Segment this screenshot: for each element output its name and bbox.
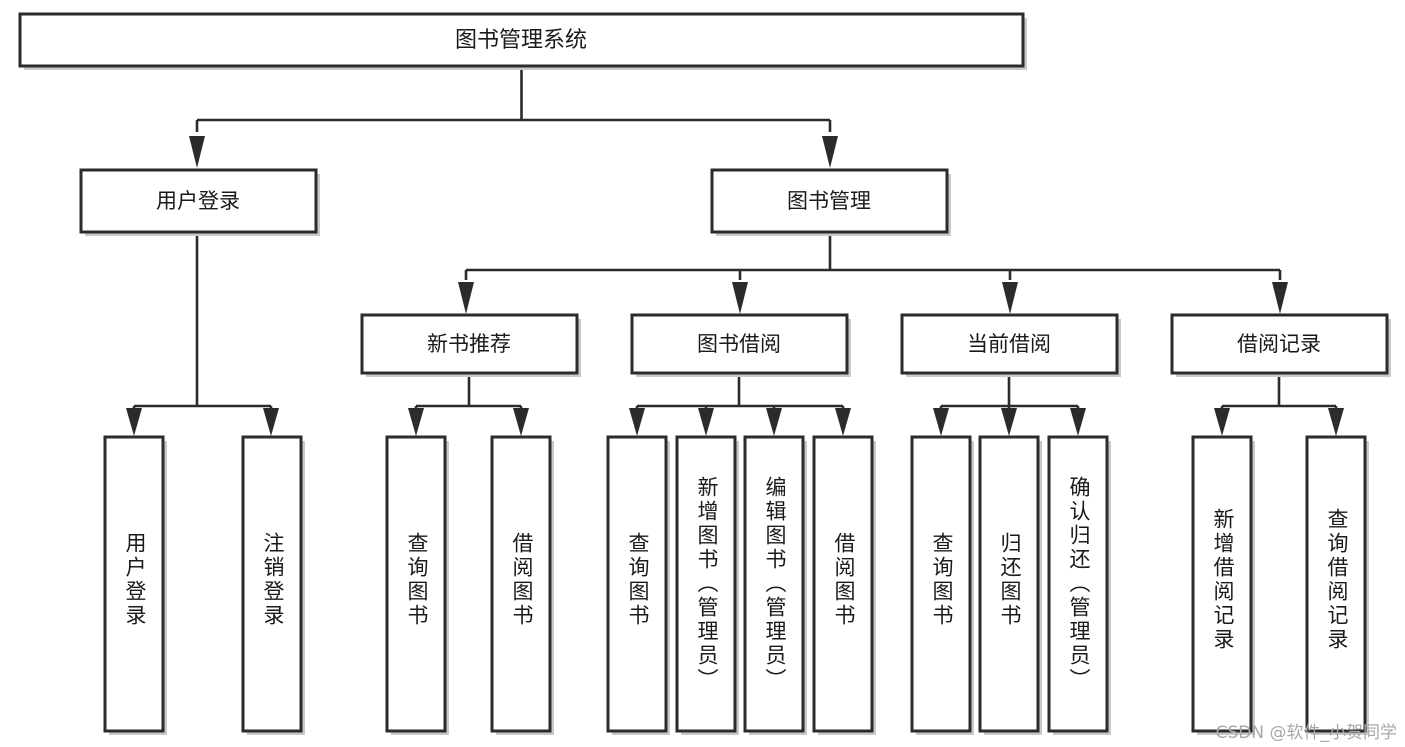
leaf-query-book-2-box[interactable] [606,435,668,733]
leaf-borrow-book-1-label: 借阅图书 [510,532,534,628]
leaf-logout-label: 注销登录 [261,532,285,628]
leaf-query-book-3-box[interactable] [910,435,972,733]
node-new-book-recommend-box[interactable] [360,313,579,375]
arrow-to-leaf-query-book-3 [933,408,949,436]
arrow-to-user-login [189,136,205,168]
leaf-borrow-book-2[interactable]: 借阅图书 [812,435,876,735]
leaf-query-book-1-box[interactable] [385,435,447,733]
leaf-query-record-box[interactable] [1305,435,1367,733]
leaf-borrow-book-1[interactable]: 借阅图书 [490,435,554,735]
node-book-borrow-label: 图书借阅 [697,332,781,356]
arrow-to-book-mgmt [822,136,838,168]
leaf-confirm-return-box[interactable] [1047,435,1109,733]
arrow-to-leaf-return-book [1001,408,1017,436]
connector-root-to-level2 [195,66,832,132]
arrow-to-leaf-edit-book [766,408,782,436]
node-user-login[interactable]: 用户登录 [79,168,320,236]
node-current-borrow-box[interactable] [900,313,1119,375]
leaf-confirm-return-label: 确认归还（管理员） [1067,476,1091,692]
leaf-edit-book[interactable]: 编辑图书（管理员） [743,435,807,735]
connector-borrowrecord-bus [1220,375,1338,415]
node-root-box[interactable] [18,12,1025,68]
arrow-to-leaf-user-login [126,408,142,436]
node-current-borrow[interactable]: 当前借阅 [900,313,1121,377]
leaf-add-record[interactable]: 新增借阅记录 [1191,435,1255,735]
connector-layer [126,66,1344,436]
leaf-query-book-3-label: 查询图书 [930,532,954,628]
arrow-to-leaf-query-record [1328,408,1344,436]
node-book-management[interactable]: 图书管理 [710,168,951,236]
arrow-to-borrow-record [1272,282,1288,314]
arrow-to-leaf-confirm-return [1070,408,1086,436]
connector-userlogin-bus [132,232,273,415]
node-borrow-record-box[interactable] [1170,313,1389,375]
leaf-return-book-box[interactable] [978,435,1040,733]
leaf-borrow-book-1-box[interactable] [490,435,552,733]
leaf-add-record-box[interactable] [1191,435,1253,733]
leaf-edit-book-box[interactable] [743,435,805,733]
node-borrow-record[interactable]: 借阅记录 [1170,313,1391,377]
leaf-add-record-label: 新增借阅记录 [1211,508,1235,652]
leaf-logout-box[interactable] [241,435,303,733]
leaf-add-book-box[interactable] [675,435,737,733]
leaf-query-record-label: 查询借阅记录 [1325,508,1349,652]
arrow-to-leaf-query-book-2 [629,408,645,436]
arrow-to-leaf-logout [263,408,279,436]
node-new-book-recommend[interactable]: 新书推荐 [360,313,581,377]
node-user-login-box[interactable] [79,168,318,234]
leaf-return-book[interactable]: 归还图书 [978,435,1042,735]
leaf-user-login[interactable]: 用户登录 [103,435,167,735]
arrow-to-current-borrow [1002,282,1018,314]
node-user-login-label: 用户登录 [156,189,240,213]
leaf-return-book-label: 归还图书 [998,532,1022,628]
leaf-add-book-label: 新增图书（管理员） [695,476,719,692]
arrow-to-new-book-rec [458,282,474,314]
leaf-confirm-return[interactable]: 确认归还（管理员） [1047,435,1111,735]
node-borrow-record-label: 借阅记录 [1237,332,1321,356]
leaf-borrow-book-2-box[interactable] [812,435,874,733]
node-book-borrow[interactable]: 图书借阅 [630,313,851,377]
csdn-watermark: CSDN @软件_小贺同学 [1215,723,1397,743]
node-book-management-label: 图书管理 [787,189,871,213]
arrow-to-leaf-borrow-book-1 [513,408,529,436]
leaf-query-book-1[interactable]: 查询图书 [385,435,449,735]
leaf-query-book-2-label: 查询图书 [626,532,650,628]
leaf-logout[interactable]: 注销登录 [241,435,305,735]
node-root-label: 图书管理系统 [455,28,587,53]
arrow-to-leaf-add-book [698,408,714,436]
leaf-borrow-book-2-label: 借阅图书 [832,532,856,628]
node-new-book-recommend-label: 新书推荐 [427,332,511,356]
leaf-query-record[interactable]: 查询借阅记录 [1305,435,1369,735]
leaf-user-login-box[interactable] [103,435,165,733]
node-root[interactable]: 图书管理系统 [18,12,1027,70]
leaf-query-book-1-label: 查询图书 [405,532,429,628]
leaf-query-book-2[interactable]: 查询图书 [606,435,670,735]
leaf-user-login-label: 用户登录 [123,532,147,628]
node-current-borrow-label: 当前借阅 [967,332,1051,356]
connector-bookborrow-bus [635,375,845,415]
node-book-management-box[interactable] [710,168,949,234]
connector-bookmgmt-bus [464,232,1282,280]
node-book-borrow-box[interactable] [630,313,849,375]
leaf-edit-book-label: 编辑图书（管理员） [763,476,787,692]
arrow-to-book-borrow [732,282,748,314]
connector-newbook-bus [414,375,523,415]
arrow-to-leaf-query-book-1 [408,408,424,436]
leaf-query-book-3[interactable]: 查询图书 [910,435,974,735]
leaf-add-book[interactable]: 新增图书（管理员） [675,435,739,735]
arrow-to-leaf-borrow-book-2 [835,408,851,436]
arrow-to-leaf-add-record [1214,408,1230,436]
